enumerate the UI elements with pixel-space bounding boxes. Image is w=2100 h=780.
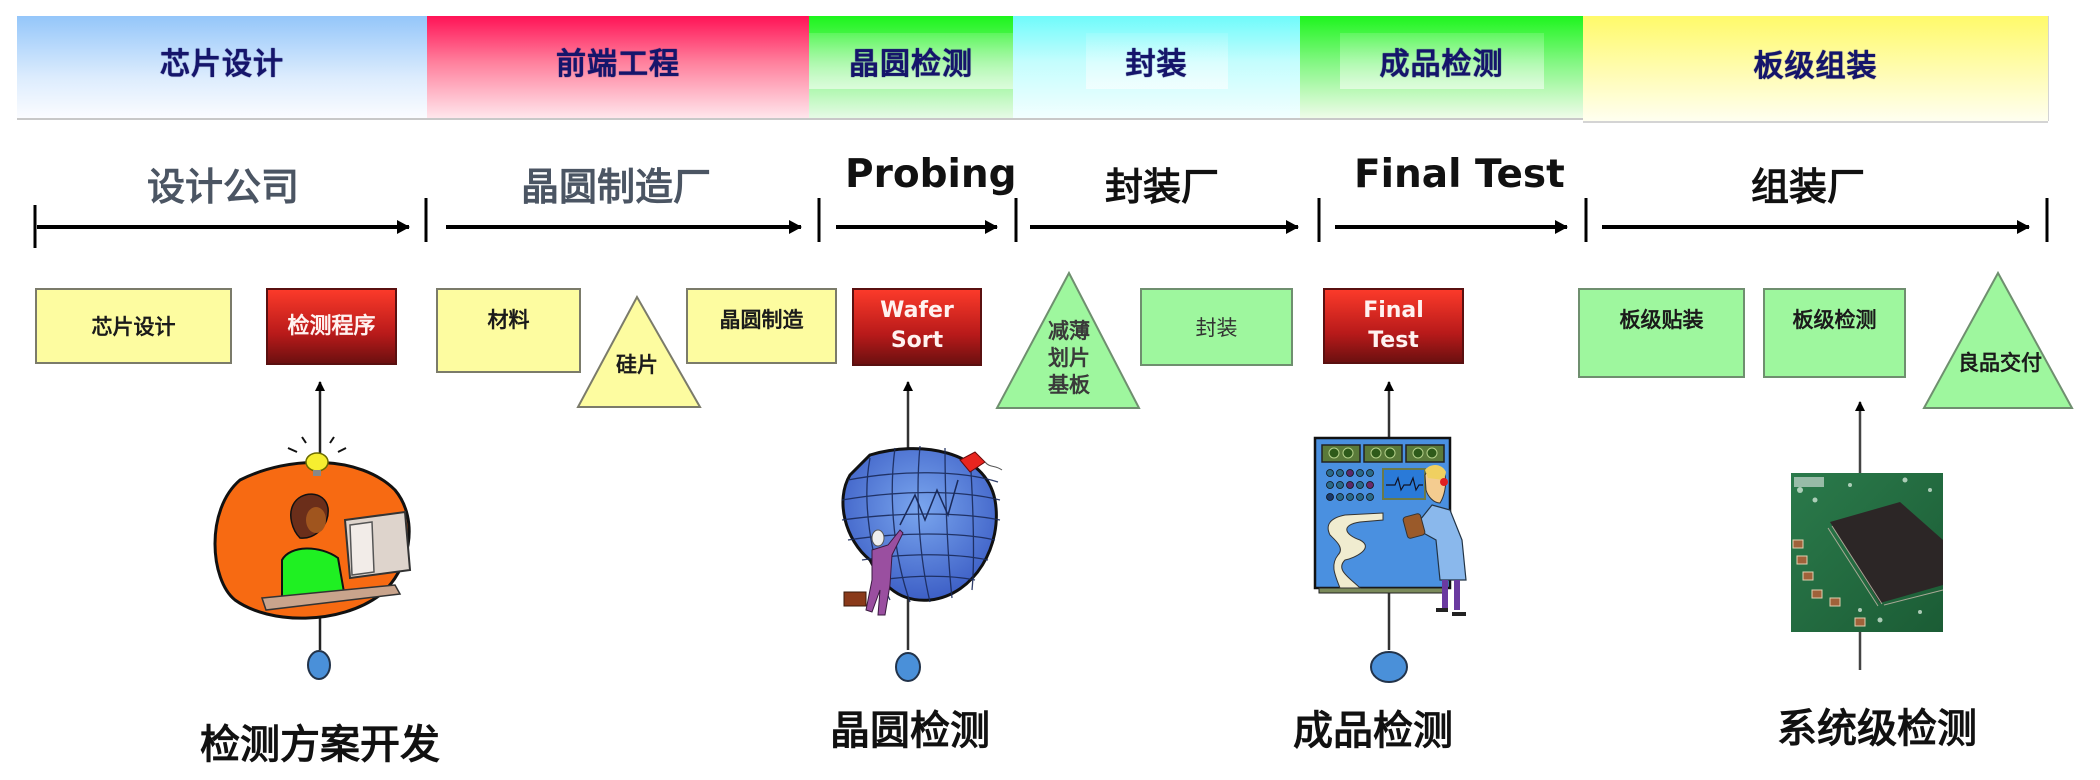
banner-stage-label: 芯片设计	[160, 47, 284, 82]
step-label-silicon-wafer: 硅片	[616, 353, 658, 377]
test-point-label-wafer-test: 晶圆检测	[830, 708, 990, 754]
wafer-probing-globe-icon	[841, 445, 1003, 616]
step-label-line: Wafer	[880, 298, 954, 323]
banner-stage-label: 板级组装	[1753, 48, 1878, 84]
test-point-node[interactable]	[895, 652, 921, 682]
step-box-chip-design: 芯片设计	[35, 288, 232, 364]
step-label-line: Sort	[890, 328, 944, 353]
test-point-label-final-test: 成品检测	[1293, 708, 1453, 754]
banner-stage-board-assembly: 板级组装	[1583, 16, 2048, 121]
step-label: 板级贴装	[1619, 308, 1704, 332]
step-box-wafer-fab: 晶圆制造	[686, 288, 837, 364]
step-label: 检测程序	[287, 313, 376, 339]
step-label-thin-dice-substrate: 减薄 划片 基板	[1044, 318, 1094, 399]
test-point-node[interactable]	[1370, 651, 1408, 683]
test-point-node[interactable]	[307, 650, 331, 680]
timeline	[33, 198, 2049, 248]
banner-stage-label: 晶圆检测	[849, 47, 973, 82]
banner-stage-packaging: 封装	[1013, 16, 1300, 118]
banner-stage-label: 成品检测	[1379, 47, 1504, 82]
banner-stage-wafer-test: 晶圆检测	[809, 16, 1013, 118]
step-triangle-delivery	[1922, 270, 2074, 409]
phase-label-design-house: 设计公司	[147, 165, 300, 209]
step-label: 材料	[487, 308, 530, 332]
phase-label-wafer-fab: 晶圆制造厂	[521, 165, 712, 209]
step-box-final-test: Final Test	[1323, 288, 1464, 364]
test-point-label-system-test: 系统级检测	[1777, 706, 1977, 752]
step-box-packaging: 封装	[1140, 288, 1293, 366]
step-label: 晶圆制造	[719, 308, 804, 332]
step-label: 芯片设计	[91, 315, 176, 339]
step-box-material: 材料	[436, 288, 581, 373]
phase-label-packaging-house: 封装厂	[1105, 165, 1220, 209]
step-label: 板级检测	[1792, 308, 1877, 332]
step-box-board-mount: 板级贴装	[1578, 288, 1745, 378]
step-label-line: 基板	[1048, 373, 1090, 397]
step-box-wafer-sort: Wafer Sort	[852, 288, 982, 366]
step-label-delivery: 良品交付	[1958, 351, 2042, 375]
test-machine-scientist-icon	[1313, 436, 1467, 616]
step-triangle-silicon-wafer	[576, 294, 702, 408]
step-label-line: Final	[1363, 298, 1424, 323]
banner-stage-design: 芯片设计	[17, 16, 427, 118]
step-label: 封装	[1195, 316, 1238, 340]
step-label-line: 划片	[1048, 346, 1090, 370]
banner-stage-label: 前端工程	[556, 47, 680, 82]
pcb-chip-photo	[1791, 473, 1944, 632]
step-label-line: Test	[1368, 328, 1419, 353]
step-box-board-test: 板级检测	[1763, 288, 1906, 378]
banner-stage-final-test: 成品检测	[1300, 16, 1583, 118]
step-label-line: 减薄	[1048, 319, 1090, 343]
phase-label-probing: Probing	[845, 152, 1017, 197]
phase-label-final-test: Final Test	[1354, 152, 1565, 197]
banner-stage-front-end: 前端工程	[427, 16, 809, 118]
banner-stage-label: 封装	[1125, 47, 1188, 82]
step-box-test-program: 检测程序	[266, 288, 397, 365]
test-point-label-test-plan: 检测方案开发	[200, 722, 440, 768]
engineer-at-computer-icon	[213, 436, 412, 620]
phase-label-assembly-house: 组装厂	[1751, 165, 1866, 209]
step-triangle-thin-dice-substrate	[995, 270, 1141, 409]
